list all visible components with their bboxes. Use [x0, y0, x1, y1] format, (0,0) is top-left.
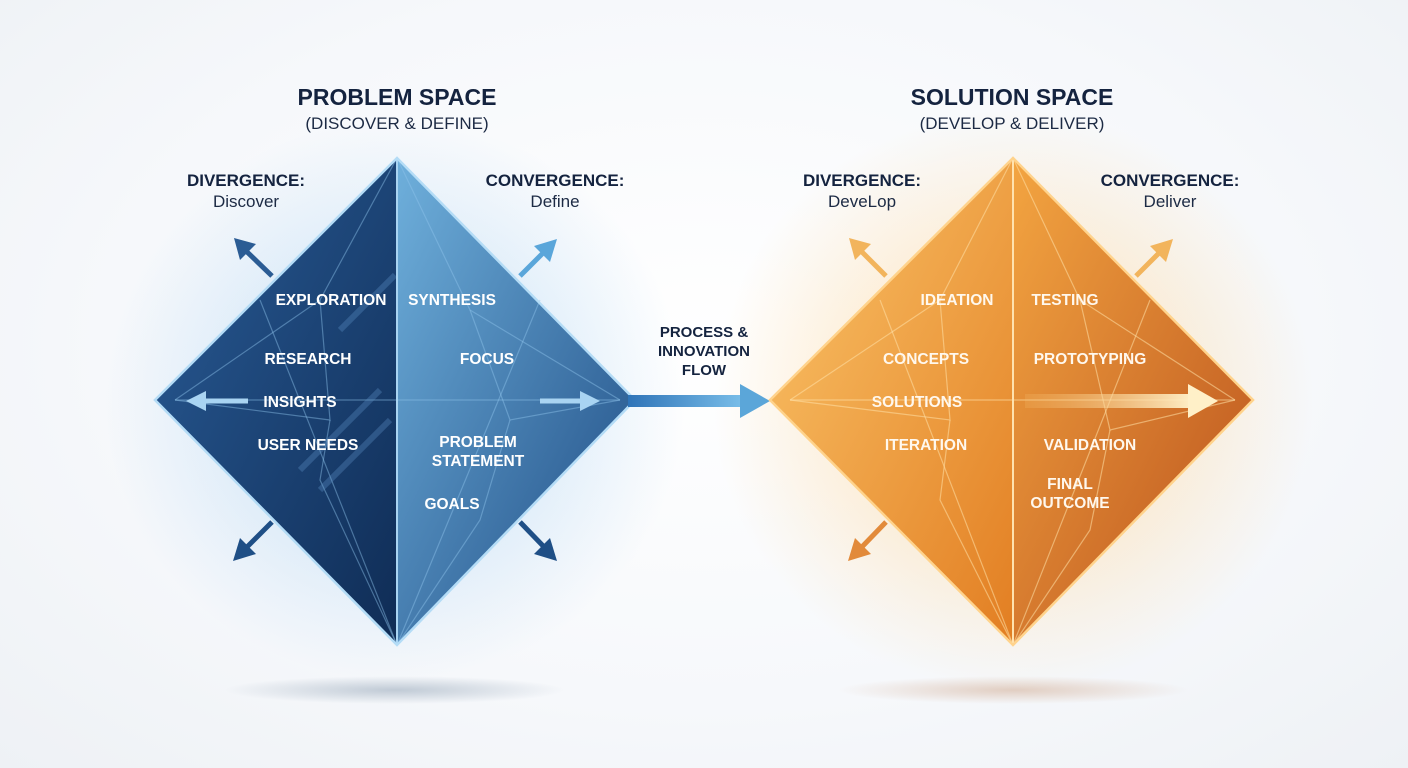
solution-item-solutions: SOLUTIONS [872, 394, 962, 411]
problem-item-exploration: EXPLORATION [276, 292, 387, 309]
problem-space-title: PROBLEM SPACE [298, 84, 497, 110]
solution-convergence-label: Deliver [1144, 192, 1197, 211]
problem-item-research: RESEARCH [265, 351, 352, 368]
problem-divergence-heading: DIVERGENCE: [187, 171, 305, 190]
problem-convergence-label: Define [530, 192, 579, 211]
solution-item-validation: VALIDATION [1044, 437, 1136, 454]
solution-item-final: FINAL [1047, 476, 1093, 493]
solution-item-outcome: OUTCOME [1030, 495, 1109, 512]
problem-divergence-label: Discover [213, 192, 279, 211]
solution-item-testing: TESTING [1031, 292, 1098, 309]
flow-label-line-2: INNOVATION [658, 343, 750, 360]
solution-divergence-heading: DIVERGENCE: [803, 171, 921, 190]
solution-space-subtitle: (DEVELOP & DELIVER) [920, 114, 1105, 133]
flow-label-line-3: FLOW [682, 362, 727, 379]
solution-item-iteration: ITERATION [885, 437, 967, 454]
solution-convergence-heading: CONVERGENCE: [1101, 171, 1240, 190]
problem-item-focus: FOCUS [460, 351, 514, 368]
problem-convergence-heading: CONVERGENCE: [486, 171, 625, 190]
problem-diamond-shadow [225, 676, 565, 704]
flow-label-line-1: PROCESS & [660, 324, 749, 341]
solution-space-title: SOLUTION SPACE [911, 84, 1114, 110]
solution-item-concepts: CONCEPTS [883, 351, 969, 368]
problem-space-subtitle: (DISCOVER & DEFINE) [305, 114, 488, 133]
problem-item-goals: GOALS [424, 496, 479, 513]
problem-item-problem: PROBLEM [439, 434, 517, 451]
problem-item-user-needs: USER NEEDS [258, 437, 359, 454]
solution-item-ideation: IDEATION [921, 292, 994, 309]
problem-item-synthesis: SYNTHESIS [408, 292, 496, 309]
solution-inner-arrow-shaft [1025, 394, 1193, 408]
problem-item-insights: INSIGHTS [263, 394, 336, 411]
solution-divergence-label: DeveLop [828, 192, 896, 211]
problem-item-statement: STATEMENT [432, 453, 525, 470]
solution-item-prototyping: PROTOTYPING [1034, 351, 1147, 368]
